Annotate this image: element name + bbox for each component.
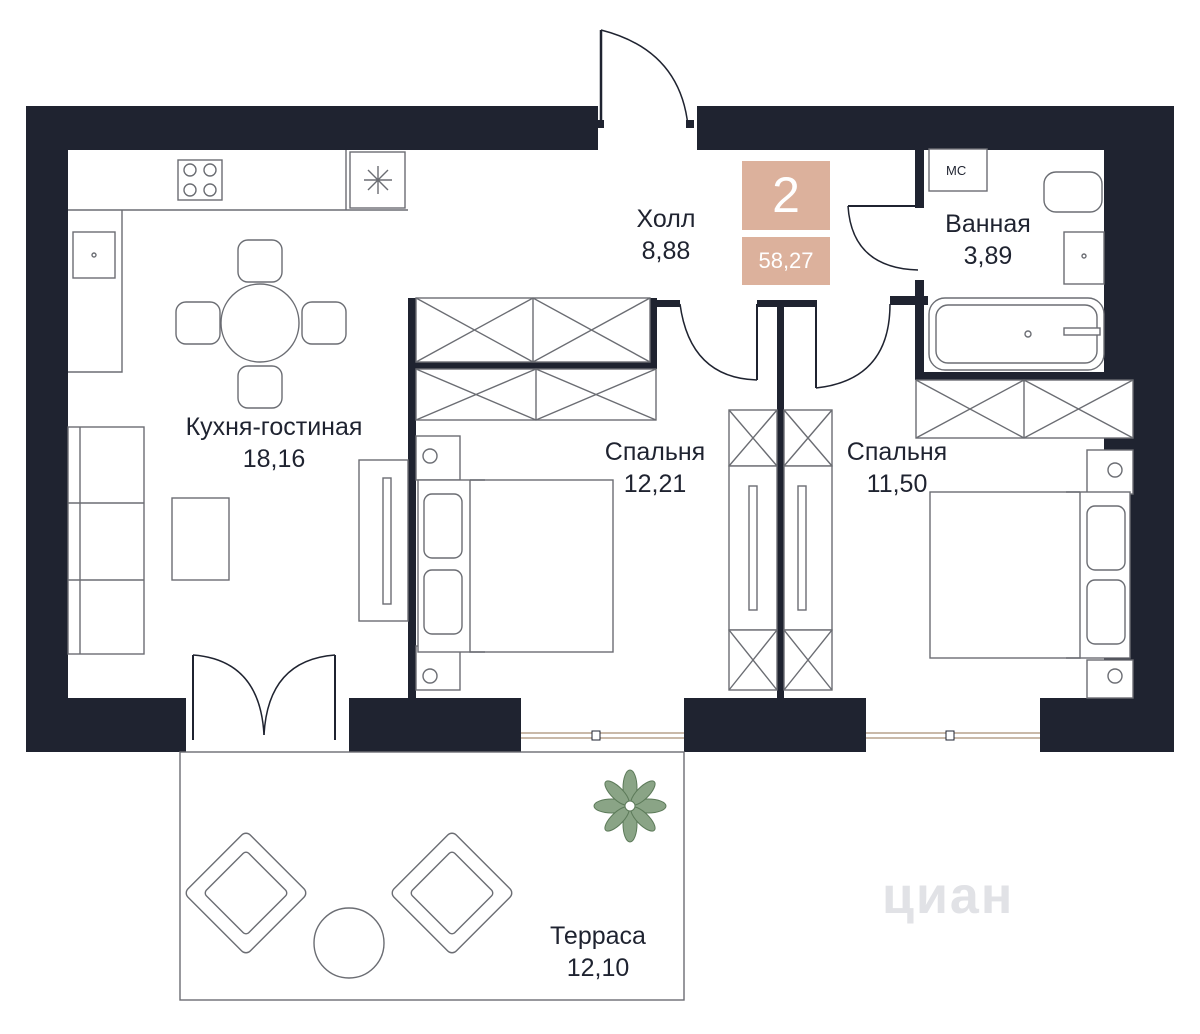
room-kitchen-living: Кухня-гостиная 18,16 xyxy=(150,411,398,475)
room-area: 12,21 xyxy=(623,470,687,498)
room-area: 12,10 xyxy=(566,954,630,982)
entrance-door xyxy=(596,29,694,128)
room-terrace: Терраса 12,10 xyxy=(530,920,666,984)
room-name: Ванная xyxy=(945,210,1031,238)
room-name: Холл xyxy=(636,205,696,233)
room-bedroom2: Спальня 11,50 xyxy=(832,436,962,500)
room-bedroom1: Спальня 12,21 xyxy=(590,436,720,500)
room-area: 18,16 xyxy=(242,445,306,473)
balcony-door xyxy=(192,654,336,740)
room-name: Спальня xyxy=(846,438,948,466)
rooms-count: 2 xyxy=(742,161,830,230)
room-area: 11,50 xyxy=(866,470,928,498)
outer-walls xyxy=(26,106,1174,752)
room-area: 3,89 xyxy=(963,242,1013,270)
bathroom-furniture xyxy=(847,148,1105,371)
bedroom1-furniture xyxy=(415,297,657,691)
total-area: 58,27 xyxy=(742,237,830,285)
room-bathroom: Ванная 3,89 xyxy=(920,208,1056,272)
room-name: Терраса xyxy=(550,922,646,950)
bedroom2-furniture xyxy=(915,379,1134,699)
room-name: Спальня xyxy=(604,438,706,466)
plant-icon xyxy=(593,769,667,843)
kitchen-furniture xyxy=(67,150,409,655)
bedroom-doors xyxy=(679,303,891,389)
wc-label: МС xyxy=(946,163,967,178)
wardrobes xyxy=(728,409,833,691)
windows xyxy=(521,730,1040,741)
cian-watermark: циан xyxy=(882,867,1015,925)
room-area: 8,88 xyxy=(641,237,691,265)
terrace-furniture xyxy=(179,751,685,1001)
room-name: Кухня-гостиная xyxy=(185,413,363,441)
apartment-badge: 2 58,27 xyxy=(742,161,830,285)
interior-walls xyxy=(408,148,1104,698)
room-hall: Холл 8,88 xyxy=(610,203,722,267)
